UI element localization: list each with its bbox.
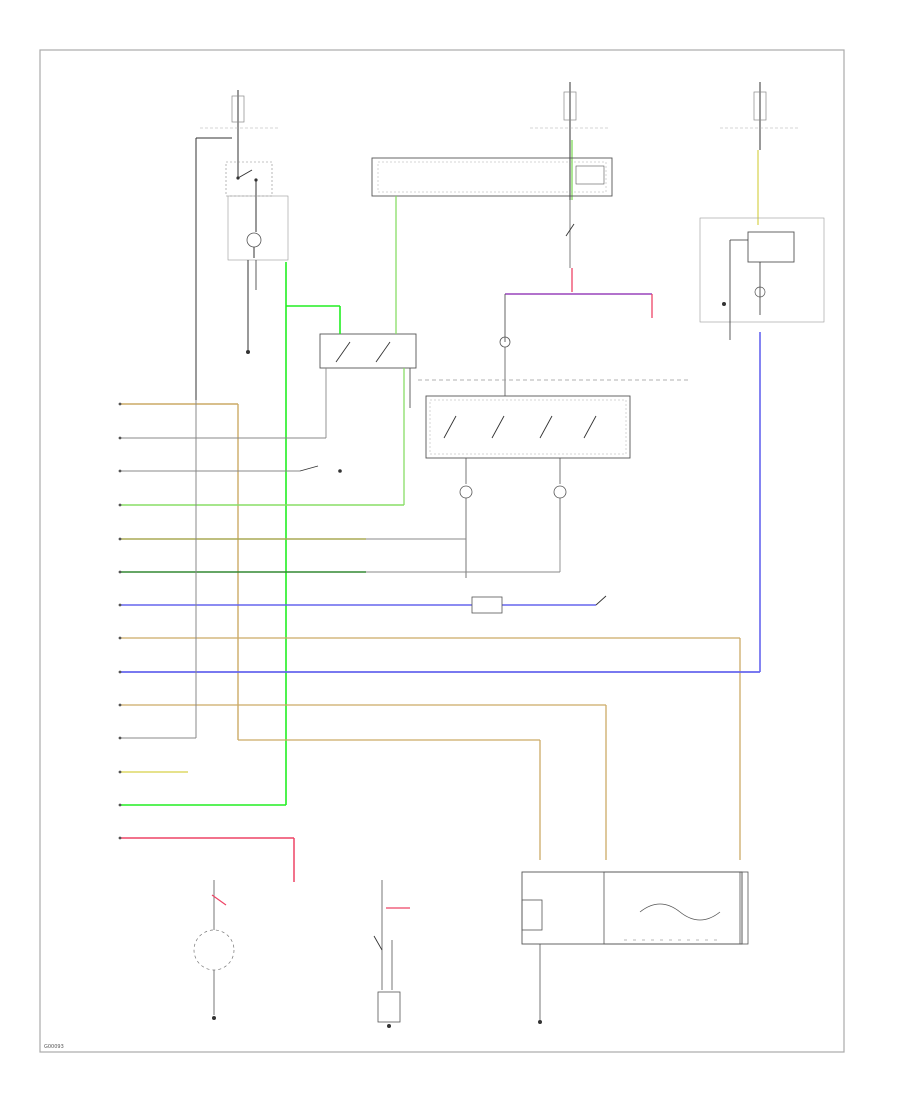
diagram-reference: G00093: [44, 1044, 64, 1050]
connector-pins: [118, 402, 122, 840]
brake-switch-box: [319, 333, 417, 369]
cruise-actuator: [521, 871, 749, 1024]
diagram-border: [39, 49, 845, 1053]
indicator-lamp-icon: [459, 485, 473, 499]
control-module-box: [371, 157, 613, 197]
top-middle-circuit: [371, 82, 653, 396]
cruise-switch-module: [425, 395, 631, 578]
diode-block: [471, 596, 503, 614]
ground-icon: [212, 1016, 216, 1020]
relay-coil-icon: [246, 232, 262, 248]
top-right-circuit: [699, 82, 825, 672]
top-left-fuse-circuit: [195, 90, 289, 400]
speed-sensor: [193, 880, 235, 1020]
clutch-switch: [373, 880, 410, 1028]
speed-sensor-icon: [193, 929, 235, 971]
ground-icon: [387, 1024, 391, 1028]
brake-switch-block: [285, 196, 417, 805]
indicator-lamp-icon: [553, 485, 567, 499]
connector-wires: [120, 400, 760, 882]
ground-icon: [538, 1020, 542, 1024]
ground-icon: [246, 350, 250, 354]
